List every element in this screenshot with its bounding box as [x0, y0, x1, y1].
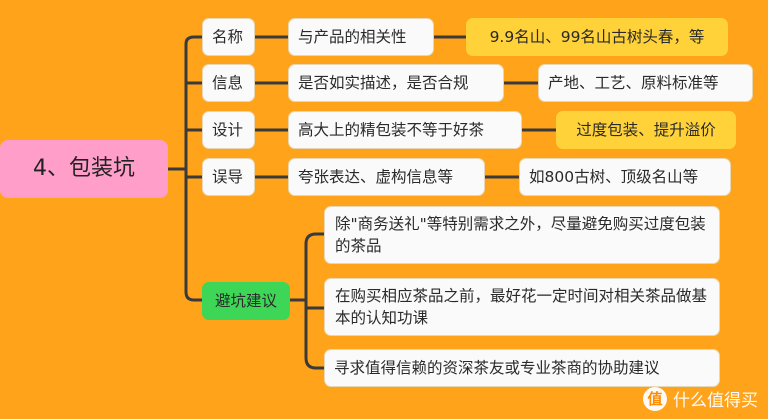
site-watermark: 值 什么值得买 — [643, 386, 758, 411]
advice-item-1: 除"商务送礼"等特别需求之外，尽量避免购买过度包装的茶品 — [324, 206, 720, 264]
branch-name-detail: 与产品的相关性 — [288, 18, 434, 56]
branch-misleading: 误导 — [202, 158, 255, 196]
branch-design-detail: 高大上的精包装不等于好茶 — [288, 111, 522, 149]
site-logo-icon: 值 — [643, 386, 667, 411]
advice-node: 避坑建议 — [202, 282, 290, 320]
branch-misleading-detail: 夸张表达、虚构信息等 — [288, 158, 485, 196]
center-topic: 4、包装坑 — [0, 140, 168, 198]
advice-item-2: 在购买相应茶品之前，最好花一定时间对相关茶品做基本的认知功课 — [324, 278, 720, 336]
branch-info-example: 产地、工艺、原料标准等 — [538, 64, 753, 102]
branch-info-detail: 是否如实描述，是否合规 — [288, 64, 504, 102]
branch-info: 信息 — [202, 64, 255, 102]
watermark-text: 什么值得买 — [673, 391, 758, 411]
advice-item-3: 寻求值得信赖的资深茶友或专业茶商的协助建议 — [324, 349, 720, 387]
branch-name-example: 9.9名山、99名山古树头春，等 — [466, 18, 728, 56]
branch-design-example: 过度包装、提升溢价 — [556, 111, 736, 149]
branch-name: 名称 — [202, 18, 255, 56]
branch-design: 设计 — [202, 111, 255, 149]
branch-misleading-example: 如800古树、顶级名山等 — [519, 158, 731, 196]
